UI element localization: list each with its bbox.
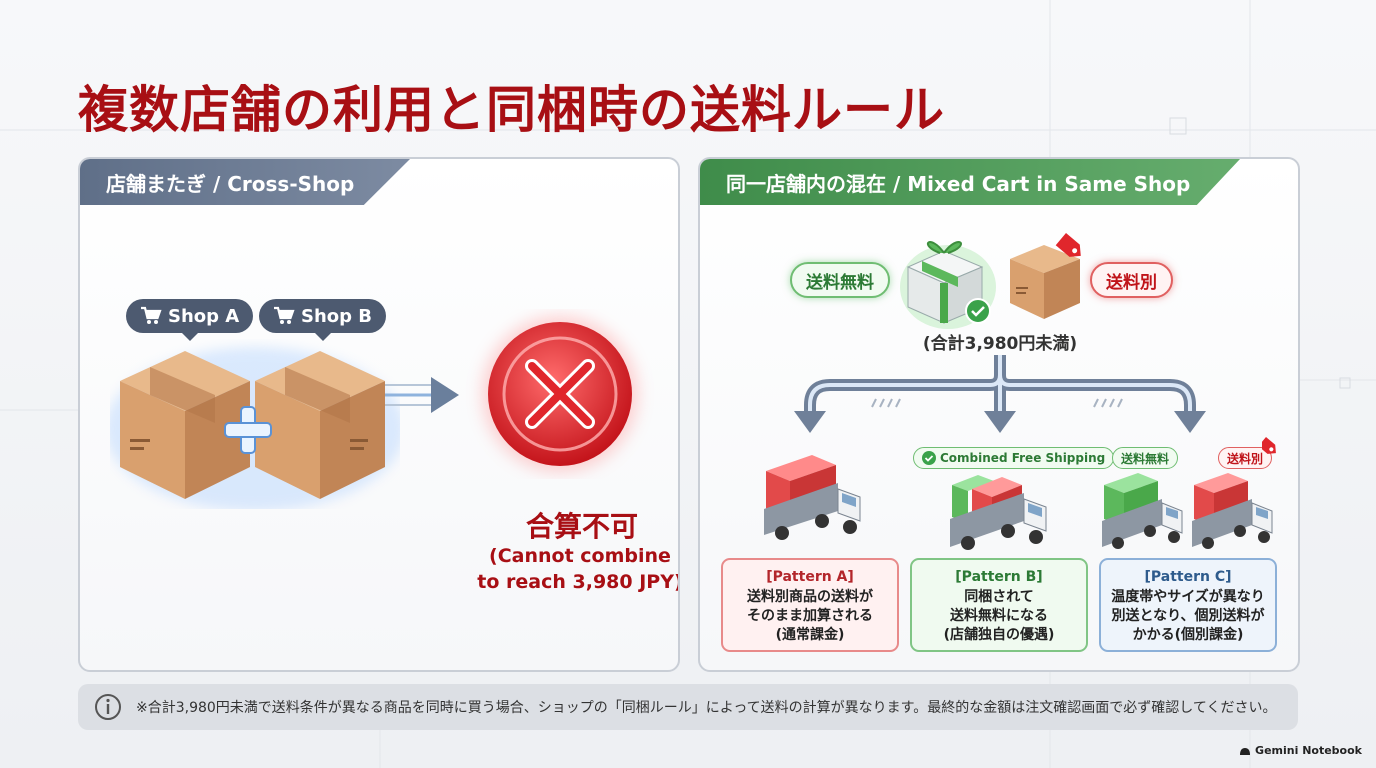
pattern-a-heading: [Pattern A] bbox=[766, 569, 854, 585]
shop-a-tag: Shop A bbox=[126, 299, 254, 341]
same-shop-panel: 同一店舗内の混在 / Mixed Cart in Same Shop 送料無料 … bbox=[698, 157, 1300, 672]
pattern-a-line1: 送料別商品の送料が bbox=[747, 589, 873, 605]
cardboard-box-icon bbox=[120, 351, 250, 499]
branch-arrows bbox=[794, 355, 1206, 433]
price-tag-icon bbox=[1055, 233, 1081, 257]
gemini-logo-icon bbox=[1240, 747, 1251, 755]
cannot-combine-line1: (Cannot combine bbox=[489, 545, 671, 567]
arrow-to-result bbox=[385, 377, 459, 413]
footer-note-bar: ※合計3,980円未満で送料条件が異なる商品を同時に買う場合、ショップの「同梱ル… bbox=[78, 684, 1298, 730]
cart-icon bbox=[274, 306, 295, 324]
shop-a-label: Shop A bbox=[168, 305, 240, 327]
cross-shop-panel: 店舗またぎ / Cross-Shop Shop A Shop B bbox=[78, 157, 680, 672]
pattern-b-line1: 同梱されて bbox=[964, 589, 1034, 605]
combined-free-shipping-label: Combined Free Shipping bbox=[940, 451, 1106, 465]
truck-icon bbox=[764, 455, 861, 540]
gift-box-icon bbox=[900, 241, 996, 329]
pattern-c-line1: 温度帯やサイズが異なり bbox=[1111, 589, 1265, 605]
combined-free-shipping-badge: Combined Free Shipping bbox=[913, 447, 1115, 469]
pattern-a-line2: そのまま加算される bbox=[747, 608, 873, 624]
price-tag-icon bbox=[1262, 437, 1276, 454]
truck-pattern-b bbox=[950, 475, 1047, 550]
x-icon bbox=[525, 359, 595, 429]
info-icon bbox=[95, 694, 121, 720]
separate-shipping-box bbox=[1010, 233, 1081, 319]
check-icon bbox=[922, 451, 936, 465]
truck-icon bbox=[950, 475, 1047, 550]
cart-icon bbox=[141, 306, 162, 324]
pattern-a-line3: (通常課金) bbox=[775, 627, 845, 643]
total-under-note: (合計3,980円未満) bbox=[922, 334, 1078, 354]
check-icon bbox=[965, 298, 991, 324]
pattern-b-line3: (店舗独自の優遇) bbox=[943, 627, 1055, 643]
truck-icon bbox=[1102, 473, 1183, 549]
cannot-combine-heading: 合算不可 bbox=[525, 510, 638, 543]
pattern-b-heading: [Pattern B] bbox=[955, 569, 1043, 585]
mini-free-shipping-badge: 送料無料 bbox=[1112, 447, 1179, 469]
pattern-c-line2: 別送となり、個別送料が bbox=[1111, 608, 1265, 624]
separate-shipping-pill: 送料別 bbox=[1090, 262, 1173, 298]
shop-boxes-illustration bbox=[110, 347, 400, 509]
pattern-c-box: [Pattern C] 温度帯やサイズが異なり 別送となり、個別送料が かかる(… bbox=[1099, 558, 1277, 652]
mini-separate-shipping-label: 送料別 bbox=[1227, 451, 1264, 466]
pattern-a-box: [Pattern A] 送料別商品の送料が そのまま加算される (通常課金) bbox=[721, 558, 899, 652]
brand-watermark: Gemini Notebook bbox=[1239, 744, 1362, 757]
cannot-combine-line2: to reach 3,980 JPY) bbox=[477, 571, 680, 593]
brand-label: Gemini Notebook bbox=[1255, 744, 1362, 757]
cross-shop-tab: 店舗またぎ / Cross-Shop bbox=[80, 159, 410, 205]
shop-b-label: Shop B bbox=[301, 305, 373, 327]
truck-pattern-c-separate bbox=[1192, 473, 1273, 549]
footer-note-text: ※合計3,980円未満で送料条件が異なる商品を同時に買う場合、ショップの「同梱ル… bbox=[136, 700, 1277, 716]
mini-separate-shipping-badge: 送料別 bbox=[1218, 447, 1273, 469]
truck-pattern-a bbox=[764, 455, 861, 540]
shop-b-tag: Shop B bbox=[259, 299, 387, 341]
plus-icon bbox=[224, 406, 272, 454]
cannot-combine-note: (Cannot combine to reach 3,980 JPY) bbox=[430, 543, 680, 595]
free-shipping-pill: 送料無料 bbox=[790, 262, 890, 298]
pattern-b-box: [Pattern B] 同梱されて 送料無料になる (店舗独自の優遇) bbox=[910, 558, 1088, 652]
pattern-c-heading: [Pattern C] bbox=[1144, 569, 1232, 585]
cardboard-box-icon bbox=[255, 351, 385, 499]
cardboard-box-icon bbox=[1010, 245, 1080, 319]
same-shop-tab: 同一店舗内の混在 / Mixed Cart in Same Shop bbox=[700, 159, 1240, 205]
truck-icon bbox=[1192, 473, 1273, 549]
truck-pattern-c-free bbox=[1102, 473, 1183, 549]
not-allowed-illustration bbox=[482, 316, 638, 472]
pattern-c-line3: かかる(個別課金) bbox=[1132, 627, 1244, 643]
pattern-b-line2: 送料無料になる bbox=[950, 608, 1048, 624]
page-title: 複数店舗の利用と同梱時の送料ルール bbox=[78, 81, 945, 139]
